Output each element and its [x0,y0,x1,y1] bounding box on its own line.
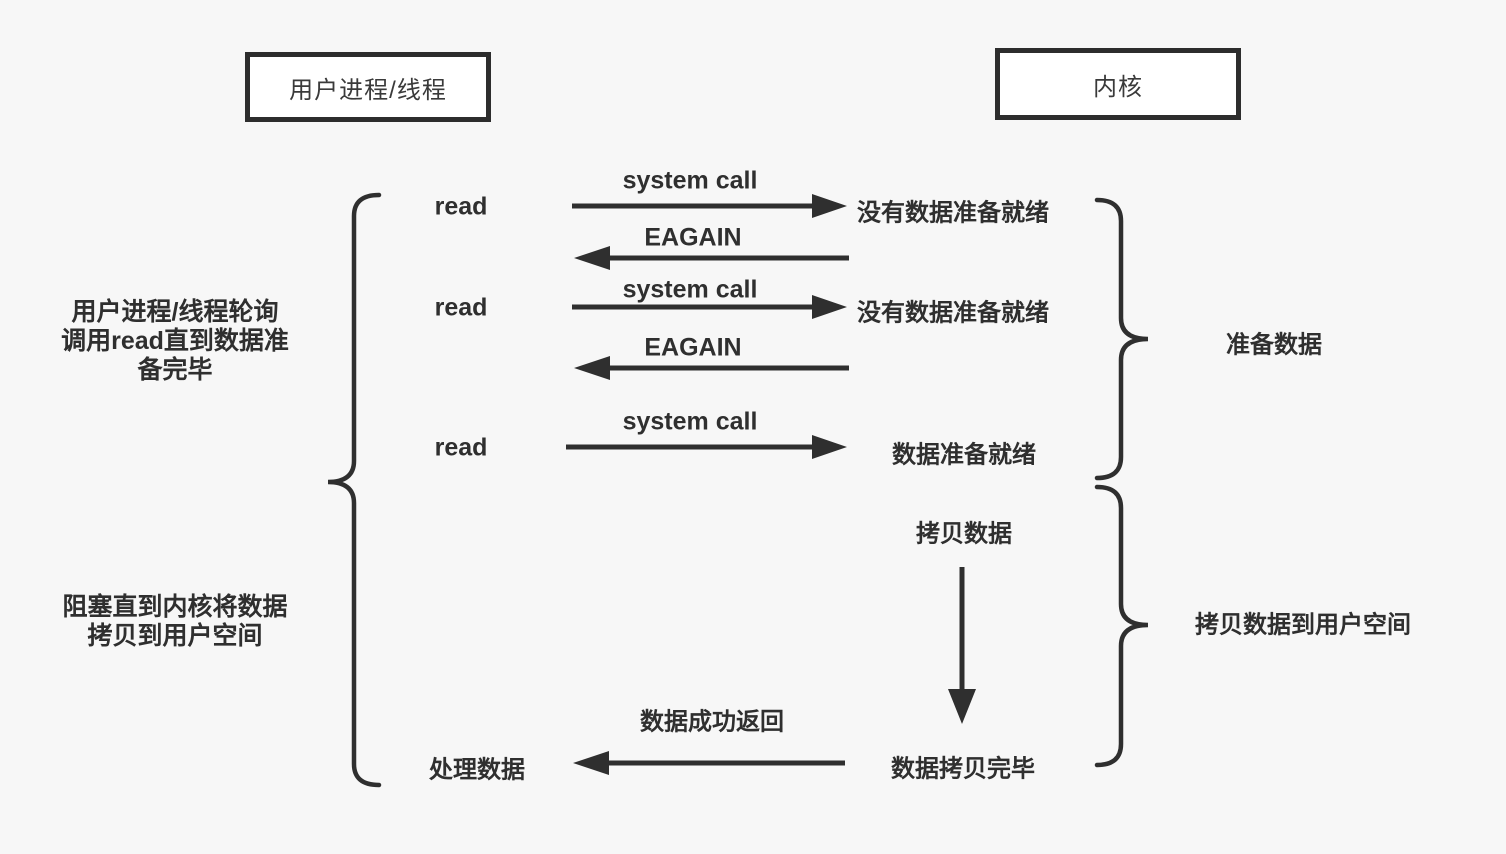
blocking-note: 阻塞直到内核将数据拷贝到用户空间 [62,593,288,650]
eagain-arrow-1 [574,246,849,270]
copy-done-label: 数据拷贝完毕 [891,755,1035,783]
eagain-label-1: EAGAIN [644,223,742,252]
read-label-2: read [434,293,488,322]
copy-data-arrow [948,567,976,724]
syscall-label-1: system call [622,166,758,195]
read-label-3: read [434,433,488,462]
copy-to-user-note: 拷贝数据到用户空间 [1195,611,1411,639]
prepare-data-note: 准备数据 [1226,331,1322,359]
eagain-label-2: EAGAIN [644,333,742,362]
not-ready-label-1: 没有数据准备就绪 [857,199,1049,227]
process-data-label: 处理数据 [429,756,525,784]
not-ready-label-2: 没有数据准备就绪 [857,299,1049,327]
syscall-arrow-3 [566,435,847,459]
kernel-box: 内核 [995,48,1241,120]
polling-note: 用户进程/线程轮询调用read直到数据准备完毕 [61,298,289,384]
right-brace-prepare [1094,197,1149,481]
eagain-arrow-2 [574,356,849,380]
read-label-1: read [434,192,488,221]
return-success-label: 数据成功返回 [640,708,784,736]
syscall-arrow-2 [572,295,847,319]
syscall-arrow-1 [572,194,847,218]
user-process-label: 用户进程/线程 [289,76,447,104]
syscall-label-3: system call [622,407,758,436]
copy-data-label: 拷贝数据 [916,520,1012,548]
user-process-box: 用户进程/线程 [245,52,491,122]
return-arrow [573,751,845,775]
right-brace-copy [1094,484,1149,768]
kernel-label: 内核 [1093,73,1143,101]
syscall-label-2: system call [622,275,758,304]
left-brace [327,192,382,788]
data-ready-label: 数据准备就绪 [892,441,1036,469]
